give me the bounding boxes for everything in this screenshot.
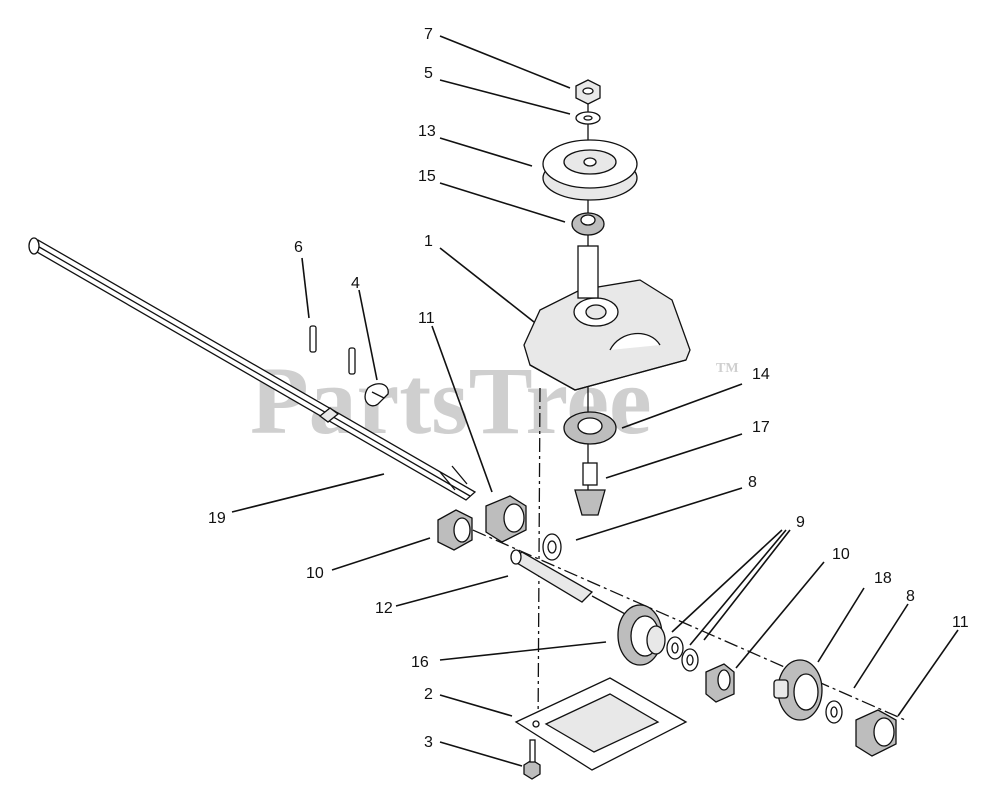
callout-label: 2 [424,686,433,703]
part-shaft [28,237,477,501]
part-bolt [523,739,541,780]
part-nut [575,79,601,105]
callout-label: 14 [752,366,770,383]
callout-label: 19 [208,510,226,527]
callout-label: 12 [375,600,393,617]
callout-label: 13 [418,123,436,140]
part-washer-upper [542,533,562,561]
part-gear-large [617,604,666,666]
callout-label: 7 [424,26,433,43]
part-pin [309,325,356,375]
watermark-trademark: TM [716,361,739,376]
callout-label: 10 [832,546,850,563]
part-pinion [574,462,606,516]
callout-label: 6 [294,239,303,256]
part-bushing-right [705,663,735,703]
callout-label: 1 [424,233,433,250]
part-bushing-upper [485,495,527,543]
part-spacer [571,212,605,236]
callout-label: 17 [752,419,770,436]
callout-label: 11 [418,310,435,327]
leader-lines [231,35,959,767]
callout-label: 18 [874,570,892,587]
callout-label: 15 [418,168,436,185]
callout-label: 5 [424,65,433,82]
part-bearing [563,411,617,445]
part-bushing-lower [855,709,897,757]
callout-label: 8 [906,588,915,605]
part-pulley [542,139,638,201]
callout-label: 4 [351,275,360,292]
callout-label: 9 [796,514,805,531]
part-key [364,383,389,407]
callout-label: 3 [424,734,433,751]
callout-label: 16 [411,654,429,671]
part-washer-top [575,111,601,125]
callout-label: 11 [952,614,969,631]
callout-labels: 7 5 13 15 1 6 4 11 14 17 8 19 9 10 10 18… [208,26,969,751]
part-washer-lower [825,700,843,724]
part-cover-plate [514,677,688,771]
part-countershaft [510,549,641,623]
part-gear-small [773,659,823,721]
part-washers [666,636,699,672]
part-gear-housing [523,245,691,391]
callout-label: 10 [306,565,324,582]
part-bushing-left [437,509,473,551]
callout-label: 8 [748,474,757,491]
